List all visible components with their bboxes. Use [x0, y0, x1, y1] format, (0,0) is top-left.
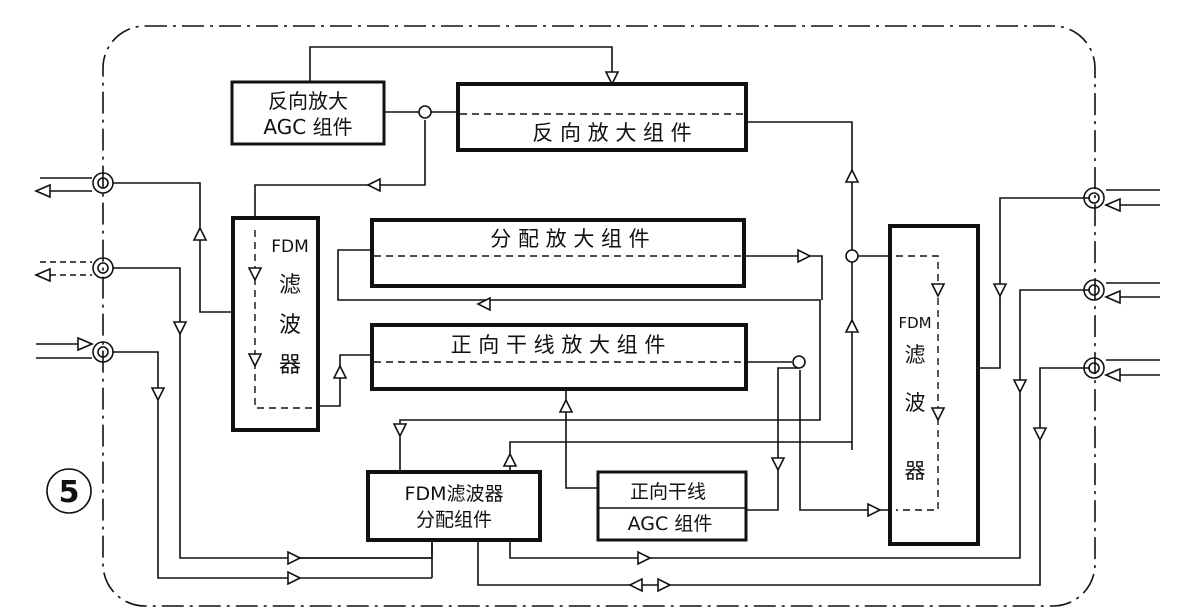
forward-agc-line1: 正向干线: [630, 481, 706, 503]
reverse-agc-box: [230, 80, 386, 146]
fdm-filter-right-line2: 滤: [905, 343, 926, 367]
fdm-filter-left-box: [231, 216, 320, 432]
figure-number: 5: [59, 475, 80, 510]
fdm-filter-left-line1: FDM: [271, 237, 309, 257]
signal-lines: [113, 46, 1090, 586]
external-io-arrows: [33, 177, 1160, 383]
junction-node: [418, 105, 432, 119]
forward-agc-line2: AGC 组件: [628, 513, 713, 535]
distribution-amp-label: 分 配 放 大 组 件: [490, 227, 649, 251]
fdm-filter-right-line1: FDM: [898, 314, 931, 332]
figure-number-circle: [46, 468, 92, 514]
forward-trunk-amp-box: [370, 323, 748, 391]
port-connectors: [92, 172, 1105, 379]
fdm-filter-left-line3: 波: [279, 313, 301, 338]
fdm-filter-left-line4: 器: [279, 353, 301, 378]
fdm-filter-right-box: [888, 224, 980, 546]
forward-agc-box: [596, 470, 748, 542]
fdm-filter-left-line2: 滤: [279, 273, 301, 298]
reverse-agc-line1: 反向放大: [268, 89, 348, 113]
fdm-distribution-line1: FDM滤波器: [405, 483, 504, 505]
distribution-amp-box: [370, 218, 746, 288]
fdm-filter-right-line3: 波: [905, 391, 926, 415]
fdm-distribution-line2: 分配组件: [416, 509, 492, 531]
fdm-distribution-box: [366, 470, 542, 542]
reverse-amp-box: [456, 82, 748, 152]
forward-trunk-amp-label: 正 向 干 线 放 大 组 件: [451, 333, 666, 357]
junction-node: [792, 355, 806, 369]
reverse-amp-label: 反 向 放 大 组 件: [532, 121, 691, 145]
direction-arrows: [150, 71, 1048, 593]
junction-node: [845, 249, 859, 263]
fdm-filter-right-line4: 器: [905, 459, 926, 483]
reverse-agc-line2: AGC 组件: [263, 115, 352, 139]
module-enclosure: [102, 25, 1096, 607]
